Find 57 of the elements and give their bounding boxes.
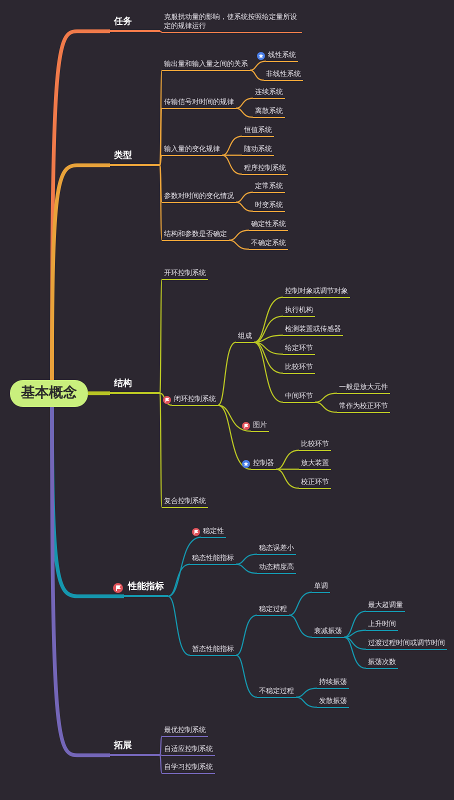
- branch-line: [160, 754, 162, 756]
- branch-line: [276, 450, 300, 470]
- branch-line: [218, 404, 252, 432]
- branch-line: [344, 610, 366, 638]
- branch-line: [222, 154, 242, 175]
- branch-line: [236, 654, 258, 698]
- branch-line: [254, 334, 284, 343]
- branch-line: [159, 393, 163, 508]
- branch-line: [160, 30, 162, 33]
- branch-line: [344, 636, 366, 650]
- branch-line: [254, 342, 284, 403]
- branch-line: [236, 202, 254, 212]
- branch-line: [218, 404, 252, 470]
- branch-line: [236, 554, 258, 565]
- branch-line: [236, 192, 254, 203]
- main-topic: 性能指标: [124, 581, 168, 597]
- branch-line: [236, 108, 254, 118]
- branch-line: [159, 165, 163, 202]
- branch-line: [236, 98, 254, 109]
- branch-line: [296, 688, 318, 698]
- branch-line: [314, 402, 338, 413]
- branch-line: [50, 407, 110, 758]
- branch-line: [168, 596, 190, 656]
- branch-line: [159, 279, 163, 394]
- branch-line: [236, 614, 258, 656]
- main-topic: 任务: [110, 16, 160, 32]
- branch-line: [218, 342, 236, 406]
- branch-line: [160, 392, 172, 406]
- branch-line: [159, 108, 163, 166]
- branch-line: [222, 154, 242, 156]
- branch-line: [228, 230, 250, 241]
- branch-line: [276, 468, 299, 470]
- branch-line: [168, 536, 202, 597]
- branch-line: [344, 636, 366, 669]
- branch-line: [314, 392, 338, 403]
- branch-line: [88, 391, 110, 396]
- branch-line: [288, 614, 312, 638]
- branch-line: [250, 60, 266, 71]
- branch-line: [168, 564, 190, 597]
- branch-line: [254, 342, 284, 374]
- branch-line: [228, 240, 250, 250]
- branch-line: [236, 564, 258, 574]
- main-topic: 拓展: [110, 740, 160, 756]
- branch-line: [159, 165, 163, 240]
- branch-line: [276, 468, 300, 489]
- branch-line: [250, 70, 264, 81]
- branch-line: [254, 296, 284, 343]
- branch-line: [159, 755, 163, 774]
- central-topic: 基本概念: [10, 380, 88, 407]
- branch-line: [159, 154, 163, 166]
- branch-line: [222, 136, 242, 156]
- branch-line: [50, 163, 110, 380]
- branch-line: [296, 696, 318, 708]
- branch-line: [288, 592, 312, 616]
- branch-line: [159, 736, 163, 756]
- main-topic: 结构: [110, 378, 160, 394]
- main-topic: 类型: [110, 150, 160, 166]
